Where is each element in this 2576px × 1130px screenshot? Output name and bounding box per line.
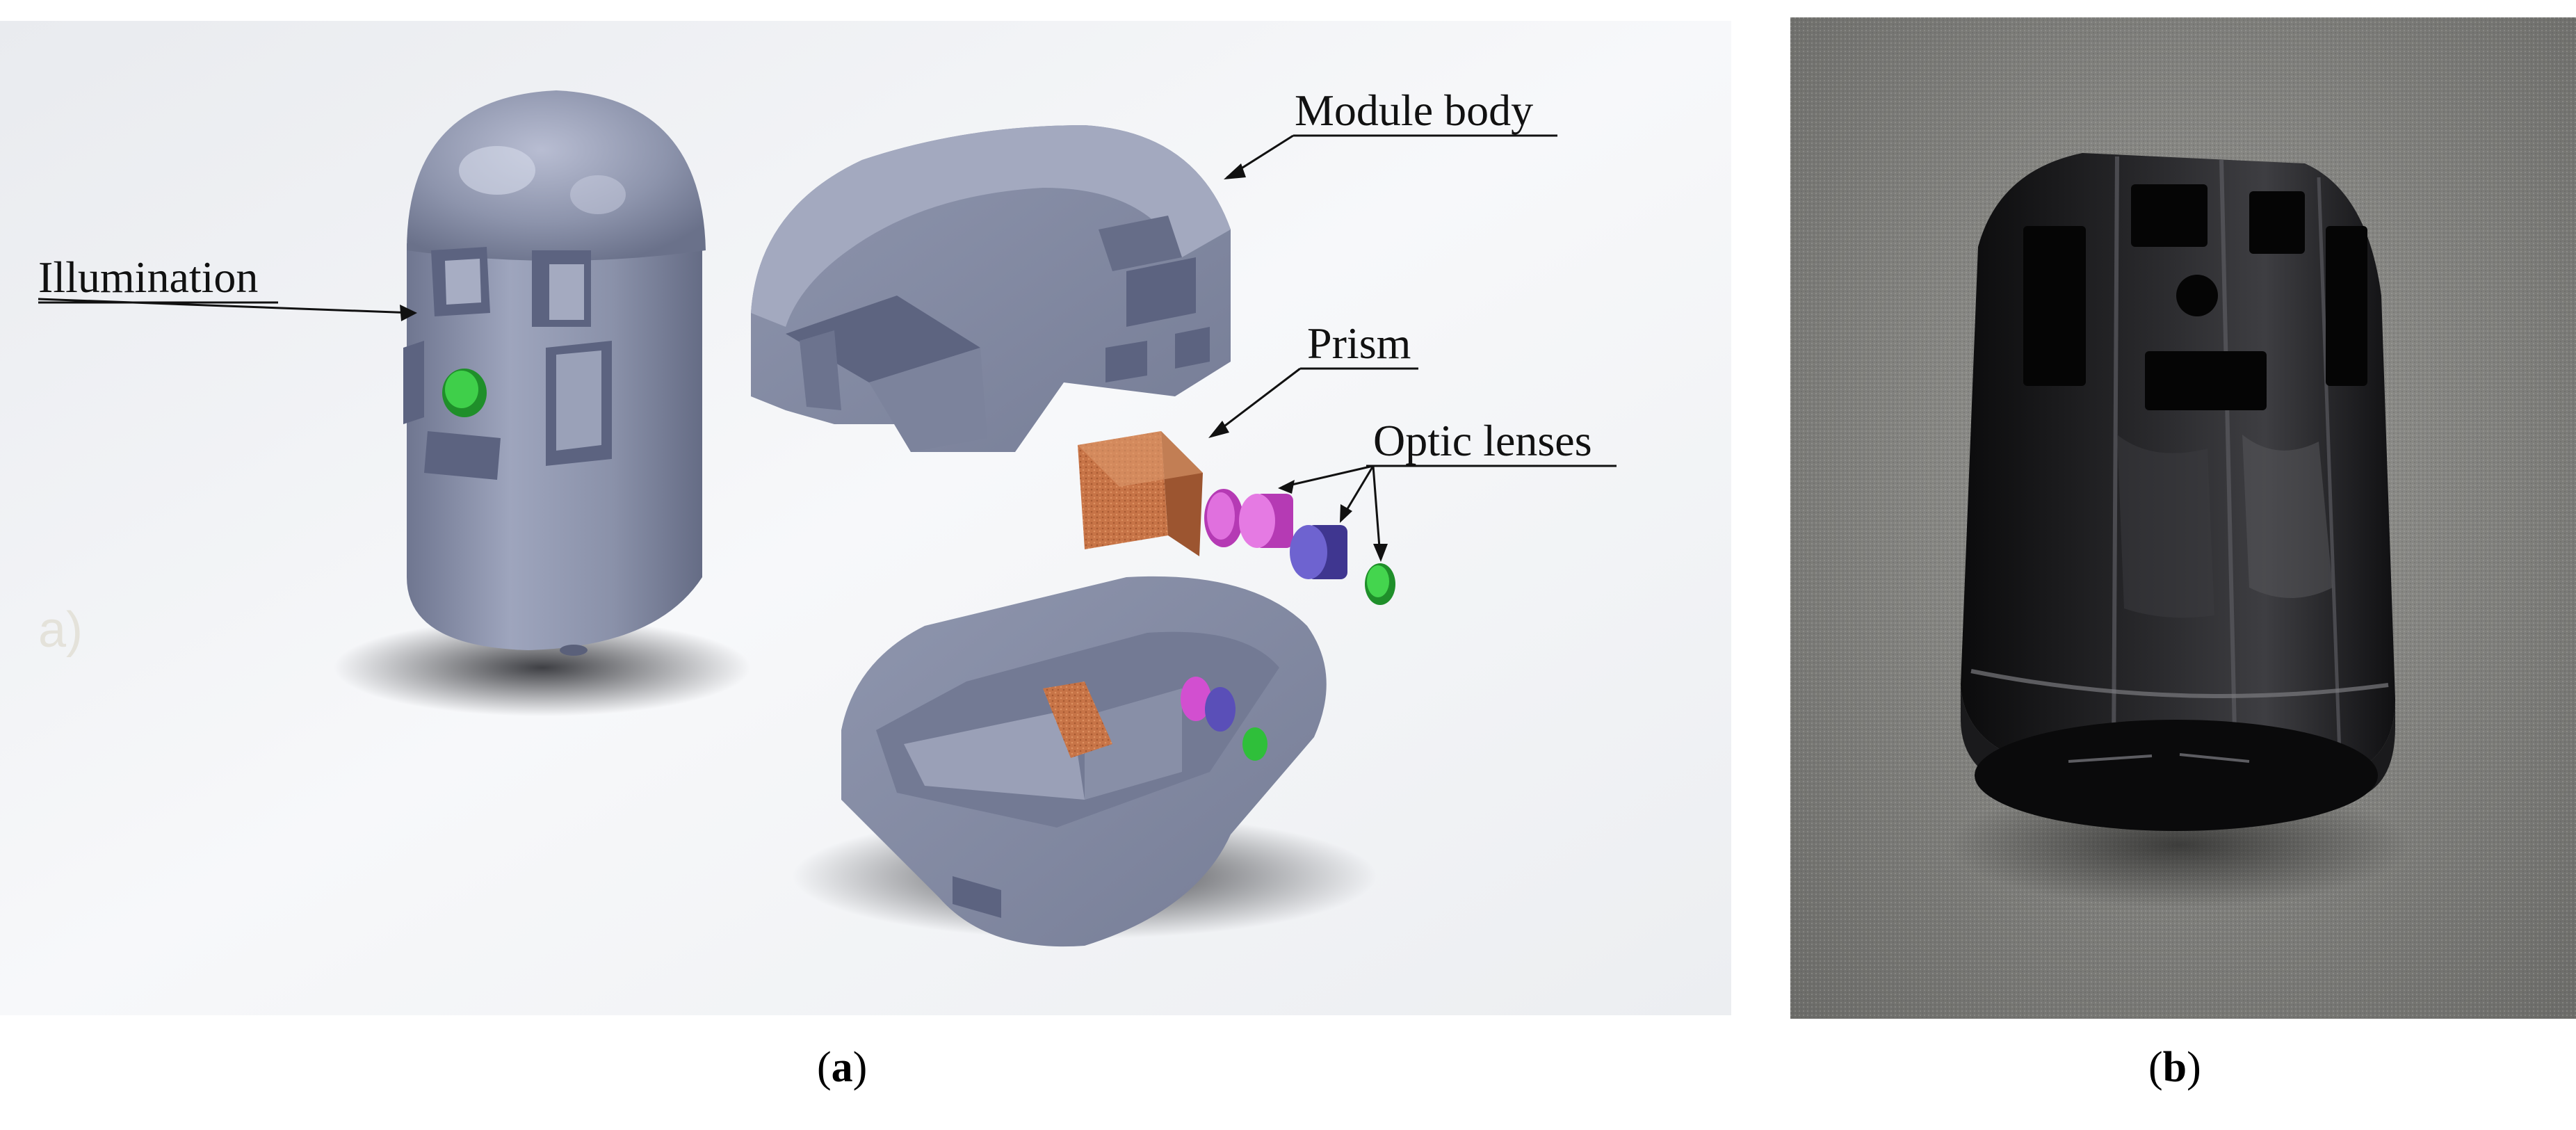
label-optic-lenses: Optic lenses [1373, 416, 1592, 465]
panel-b-photo [1790, 17, 2576, 1019]
lower-shell-floor [904, 709, 1085, 800]
caption-b: (b) [2148, 1043, 2201, 1092]
ridge [2112, 156, 2119, 755]
caption-paren: ) [2187, 1044, 2201, 1091]
illumination-leader [38, 298, 414, 314]
window-opening [2145, 351, 2267, 410]
capsule-shadow [334, 619, 751, 716]
module-body-slot [1099, 216, 1182, 271]
faint-panel-tag: a) [38, 602, 83, 658]
lens-hole [2176, 275, 2218, 316]
prism-leader [1213, 367, 1301, 436]
lower-shell-part [793, 576, 1377, 947]
module-body-slot [1126, 257, 1196, 327]
arrowhead [1208, 421, 1229, 438]
cad-exploded-view: Illumination Module body Prism Optic len… [0, 21, 1731, 1015]
illumination-window-inner [445, 259, 481, 305]
window-opening [2249, 191, 2305, 254]
side-window-inner [549, 264, 584, 320]
label-module-body: Module body [1295, 86, 1533, 135]
window-opening [2023, 226, 2086, 386]
panel-a-cad-render: Illumination Module body Prism Optic len… [0, 21, 1731, 1015]
caption-letter: b [2162, 1044, 2187, 1091]
window-opening [2131, 184, 2208, 247]
assembled-capsule [334, 90, 751, 716]
module-body-wall [869, 348, 987, 452]
side-window-inner [556, 350, 601, 451]
arrowhead [1373, 544, 1388, 562]
lens-blue-face [1290, 525, 1327, 579]
label-prism: Prism [1307, 318, 1411, 368]
surface-highlight [2117, 435, 2214, 618]
printed-capsule-body [1961, 153, 2395, 831]
prism-top-face [1078, 431, 1203, 487]
arrowhead [1340, 504, 1352, 523]
capsule-foot [560, 645, 588, 656]
arrowhead [1278, 480, 1295, 494]
arrowheads [400, 163, 1388, 562]
caption-paren: ( [2148, 1044, 2163, 1091]
module-body-notch [1175, 327, 1210, 369]
lower-shell-prism [1043, 681, 1112, 758]
lens-magenta-1-face [1207, 492, 1235, 540]
ridge [2219, 159, 2237, 762]
caption-a: (a) [817, 1043, 867, 1092]
dome-highlight [459, 146, 535, 195]
capsule-bottom-face [1975, 720, 2378, 831]
rim-highlight [1970, 669, 2389, 698]
printed-module-photo [1790, 17, 2576, 1019]
arrowhead [1224, 163, 1246, 179]
side-window [403, 341, 424, 424]
capsule-dome [407, 90, 706, 261]
lower-shell-lens-green [1242, 727, 1267, 761]
lower-shell-inner-wall [1085, 688, 1182, 800]
lens-green-face [1367, 565, 1389, 597]
module-body-part [751, 125, 1231, 452]
lens-magenta-2-face [1239, 494, 1275, 548]
lower-shell-lens-blue [1205, 687, 1236, 732]
lower-shell-notch [953, 876, 1001, 918]
surface-highlight [2242, 435, 2333, 598]
module-body-wall [800, 330, 841, 410]
lens-leader-1 [1282, 465, 1374, 488]
lower-shell-lens-magenta [1181, 677, 1211, 721]
exploded-optics [1078, 431, 1395, 605]
label-illumination: Illumination [38, 252, 258, 302]
camera-lens-highlight [445, 371, 478, 408]
lens-leader-3 [1372, 465, 1382, 557]
caption-paren: ) [852, 1044, 868, 1091]
bottom-marking [2068, 753, 2250, 763]
arrowhead [400, 305, 417, 321]
callouts [38, 134, 1617, 557]
caption-paren: ( [817, 1044, 832, 1091]
dome-highlight [570, 175, 626, 214]
lower-slot [424, 431, 501, 480]
window-opening [2326, 226, 2367, 386]
caption-letter: a [831, 1044, 853, 1091]
module-body-notch [1105, 341, 1147, 382]
module-body-top [751, 125, 1231, 327]
ridge [2317, 177, 2342, 755]
